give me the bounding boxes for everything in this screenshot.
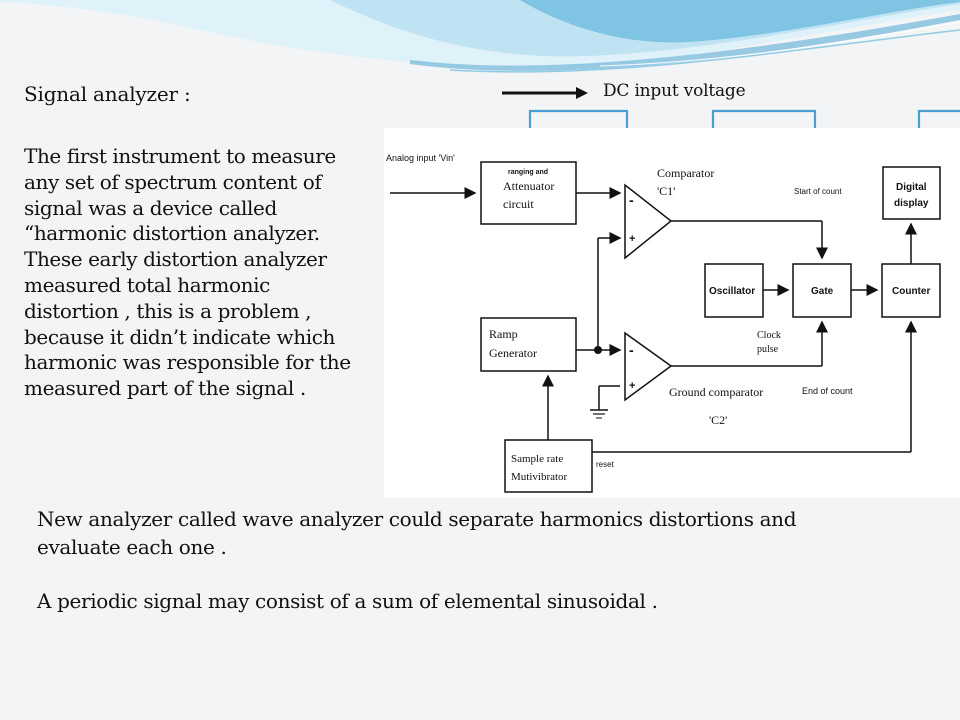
comparator-c1-symbol <box>624 183 673 260</box>
paragraph-line: because it didn’t indicate which <box>24 324 336 349</box>
sample-rate-multivibrator-block <box>504 439 593 493</box>
paragraph-line: “harmonic distortion analyzer. <box>24 221 320 246</box>
intro-paragraph: The first instrument to measure any set … <box>24 144 416 402</box>
start-of-count-label: Start of count <box>794 187 842 196</box>
periodic-signal-line: A periodic signal may consist of a sum o… <box>37 589 658 613</box>
clock-pulse-label-1: Clock <box>757 330 781 341</box>
paragraph-line: distortion , this is a problem , <box>24 298 312 323</box>
digital-display-block <box>882 166 941 220</box>
clock-pulse-label-2: pulse <box>757 344 779 355</box>
wave-analyzer-line-2: evaluate each one . <box>37 535 227 559</box>
paragraph-line: The first instrument to measure <box>24 144 336 168</box>
oscillator-block <box>704 263 764 318</box>
paragraph-line: measured total harmonic <box>24 272 270 297</box>
dvm-block-diagram: Analog input 'Vin' ranging and Attenuato… <box>384 128 960 498</box>
counter-label: Counter <box>892 286 930 297</box>
ramp-generator-label-2: Generator <box>489 346 537 360</box>
ground-comparator-label: Ground comparator <box>669 385 763 399</box>
end-of-count-label: End of count <box>802 386 853 396</box>
paragraph-line: These early distortion analyzer <box>24 247 327 272</box>
header-wave-decoration <box>0 0 960 73</box>
ground-comparator-c2-symbol <box>624 331 673 402</box>
paragraph-line: signal was a device called <box>24 195 277 220</box>
gate-block <box>792 263 852 318</box>
attenuator-label-1: Attenuator <box>503 179 554 193</box>
paragraph-line: harmonic was responsible for the <box>24 350 351 375</box>
sample-rate-label-2: Mutivibrator <box>511 471 568 483</box>
wave-analyzer-line-1: New analyzer called wave analyzer could … <box>37 507 797 531</box>
block-diagram-svg: Analog input 'Vin' ranging and Attenuato… <box>386 153 941 493</box>
c2-minus-sign: - <box>629 342 634 358</box>
c2-plus-sign: + <box>629 380 635 392</box>
slide-heading: Signal analyzer : <box>24 82 191 106</box>
ramp-generator-label-1: Ramp <box>489 327 518 341</box>
attenuator-top-label: ranging and <box>508 169 548 176</box>
comparator-c1-label-1: Comparator <box>657 166 714 180</box>
digital-display-label-1: Digital <box>896 182 927 193</box>
counter-block <box>881 263 941 318</box>
c2-label: 'C2' <box>709 413 727 427</box>
paragraph-line: measured part of the signal . <box>24 376 306 401</box>
digital-display-label-2: display <box>894 198 929 209</box>
ramp-generator-block <box>480 317 577 372</box>
attenuator-label-2: circuit <box>503 197 534 211</box>
c1-minus-sign: - <box>629 192 634 208</box>
reset-label: reset <box>596 460 615 469</box>
oscillator-label: Oscillator <box>709 286 755 297</box>
bottom-text-block: New analyzer called wave analyzer could … <box>37 505 937 615</box>
analog-input-label: Analog input 'Vin' <box>386 153 455 163</box>
dc-input-voltage-label: DC input voltage <box>603 81 746 101</box>
c1-plus-sign: + <box>629 233 635 245</box>
paragraph-line: any set of spectrum content of <box>24 169 322 194</box>
gate-label: Gate <box>811 286 834 297</box>
sample-rate-label-1: Sample rate <box>511 453 563 465</box>
comparator-c1-label-2: 'C1' <box>657 184 675 198</box>
